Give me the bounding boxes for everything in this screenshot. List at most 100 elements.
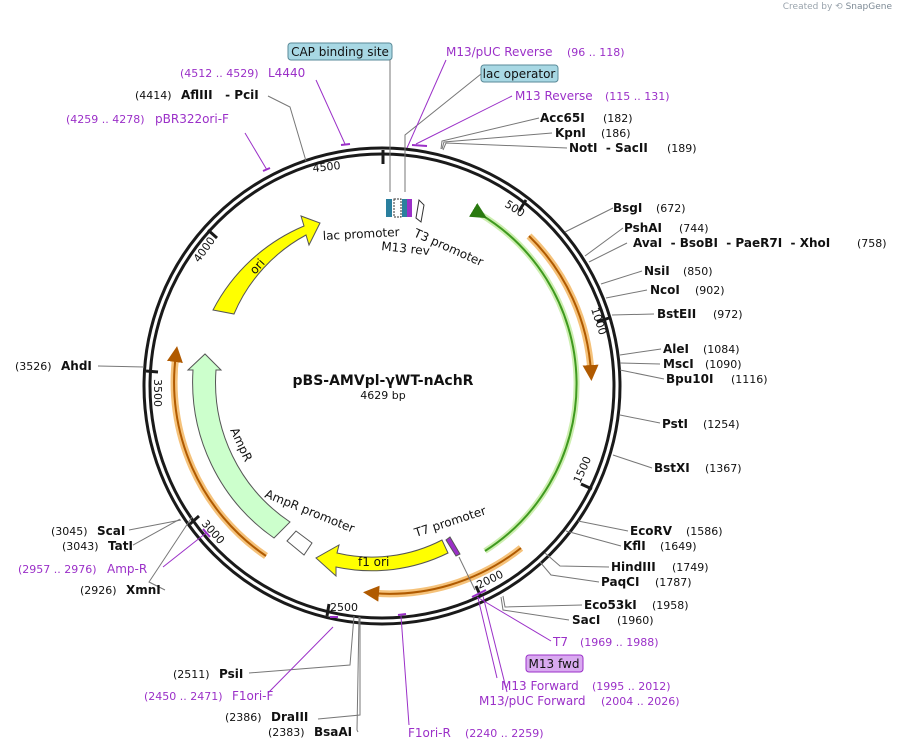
primer-m13-fwd: M13 Forward [501,679,579,693]
site-nsii-pos: (850) [683,265,713,278]
orf-arc-3-line [166,346,267,557]
site-alei-pos: (1084) [703,343,740,356]
site-hindiii: HindIII [611,560,656,574]
lac-operator-feature [402,199,407,217]
site-pshai: PshAI [624,221,662,235]
site-paqci-pos: (1787) [655,576,692,589]
primer-f1ori-r: F1ori-R [408,726,451,740]
site-acc65i-pos: (182) [603,112,633,125]
lacop-box-label: lac operator [483,67,556,81]
site-tati-pos: (3043) [62,540,99,553]
primer-pbr322: pBR322ori-F [155,112,229,126]
primer-t7: T7 [552,635,568,649]
site-psti-pos: (1254) [703,418,740,431]
primer-m13puc-rev: M13/pUC Reverse [446,45,553,59]
tick-2500: 2500 [330,601,358,614]
primer-amp-r-pos: (2957 .. 2976) [18,563,97,576]
site-scai: ScaI [97,524,125,538]
plasmid-name: pBS-AMVpl-γWT-nAchR [293,373,474,389]
site-bsaai: BsaAI [314,725,352,739]
cap-box-label: CAP binding site [291,45,389,59]
ampr-feature [186,353,291,539]
site-afliii-pos: (4414) [135,89,172,102]
site-psii-pos: (2511) [173,668,210,681]
site-alei: AleI [663,342,689,356]
primer-m13-fwd-pos: (1995 .. 2012) [592,680,671,693]
snapgene-logo-icon: ⟲ [835,2,843,12]
f1-ori-feature [315,539,449,578]
site-bpu10i: Bpu10I [666,372,713,386]
ampr-promoter-feature [286,530,313,556]
primer-t7-pos: (1969 .. 1988) [580,636,659,649]
credit-brand: SnapGene [845,2,892,12]
site-bsteii-pos: (972) [713,308,743,321]
site-bpu10i-pos: (1116) [731,373,768,386]
primer-m13-rev-pos: (115 .. 131) [605,90,670,103]
site-draiii: DraIII [271,710,308,724]
site-kpni-pos: (186) [601,127,631,140]
site-bstxi: BstXI [654,461,690,475]
tick-marks [145,150,610,617]
site-tati: TatI [108,539,133,553]
site-eco53ki-pos: (1958) [652,599,689,612]
t7-promoter-label: T7 promoter [412,504,488,541]
primer-m13puc-rev-pos: (96 .. 118) [567,46,625,59]
site-avai: AvaI - BsoBI - PaeR7I - XhoI [633,236,830,250]
tick-3500: 3500 [151,379,164,407]
site-kpni: KpnI [555,126,586,140]
lac-promoter-label: lac promoter [322,225,399,243]
site-noti-pos: (189) [667,142,697,155]
primer-m13puc-fwd: M13/pUC Forward [479,694,586,708]
site-kfli: KflI [623,539,646,553]
ori-feature [212,215,321,315]
site-scai-pos: (3045) [51,525,88,538]
site-noti: NotI - SacII [569,141,648,155]
site-eco53ki: Eco53kI [584,598,637,612]
primer-f1ori-f-pos: (2450 .. 2471) [144,690,223,703]
restriction-sites: Acc65I (182) KpnI (186) NotI - SacII (18… [540,111,887,627]
f1-ori-label: f1 ori [358,555,389,569]
m13fwd-box [525,654,584,673]
site-leaders [97,60,665,733]
site-psii: PsiI [219,667,243,681]
site-ahdi: AhdI [61,359,92,373]
primer-l4440: L4440 [268,66,305,80]
primer-f1ori-f: F1ori-F [232,689,273,703]
cap-site-feature [386,199,392,217]
site-msci: MscI [663,357,694,371]
site-ecorv-pos: (1586) [686,525,723,538]
site-hindiii-pos: (1749) [672,561,709,574]
site-nsii: NsiI [644,264,670,278]
credit-prefix: Created by [782,2,833,12]
site-afliii: AflIII - PciI [181,88,259,102]
m13-rev-feature [407,199,412,217]
insert-arc [478,211,580,554]
restriction-sites-left: (4414) AflIII - PciI (3526) AhdI (3045) … [15,88,352,739]
primer-amp-r: Amp-R [107,562,147,576]
tick-1000: 1000 [588,306,609,337]
site-ncoi: NcoI [650,283,680,297]
primer-f1ori-r-pos: (2240 .. 2259) [465,727,544,740]
site-psti: PstI [662,417,688,431]
site-ahdi-pos: (3526) [15,360,52,373]
site-acc65i: Acc65I [540,111,585,125]
lacop-box [480,64,559,83]
site-bsteii: BstEII [657,307,696,321]
primer-m13puc-fwd-pos: (2004 .. 2026) [601,695,680,708]
site-bsaai-pos: (2383) [268,726,305,739]
primer-pbr322-pos: (4259 .. 4278) [66,113,145,126]
primer-m13-rev: M13 Reverse [515,89,593,103]
m13-rev-label: M13 rev [381,239,431,258]
site-xmni: XmnI [126,583,161,597]
primer-markers [202,143,487,618]
tick-4500: 4500 [312,159,341,175]
tick-1500: 1500 [571,454,594,485]
cap-box [287,42,393,61]
site-avai-pos: (758) [857,237,887,250]
primer-labels: M13/pUC Reverse (96 .. 118) M13 Reverse … [18,45,680,740]
site-ncoi-pos: (902) [695,284,725,297]
site-draiii-pos: (2386) [225,711,262,724]
site-paqci: PaqCI [601,575,639,589]
site-msci-pos: (1090) [705,358,742,371]
